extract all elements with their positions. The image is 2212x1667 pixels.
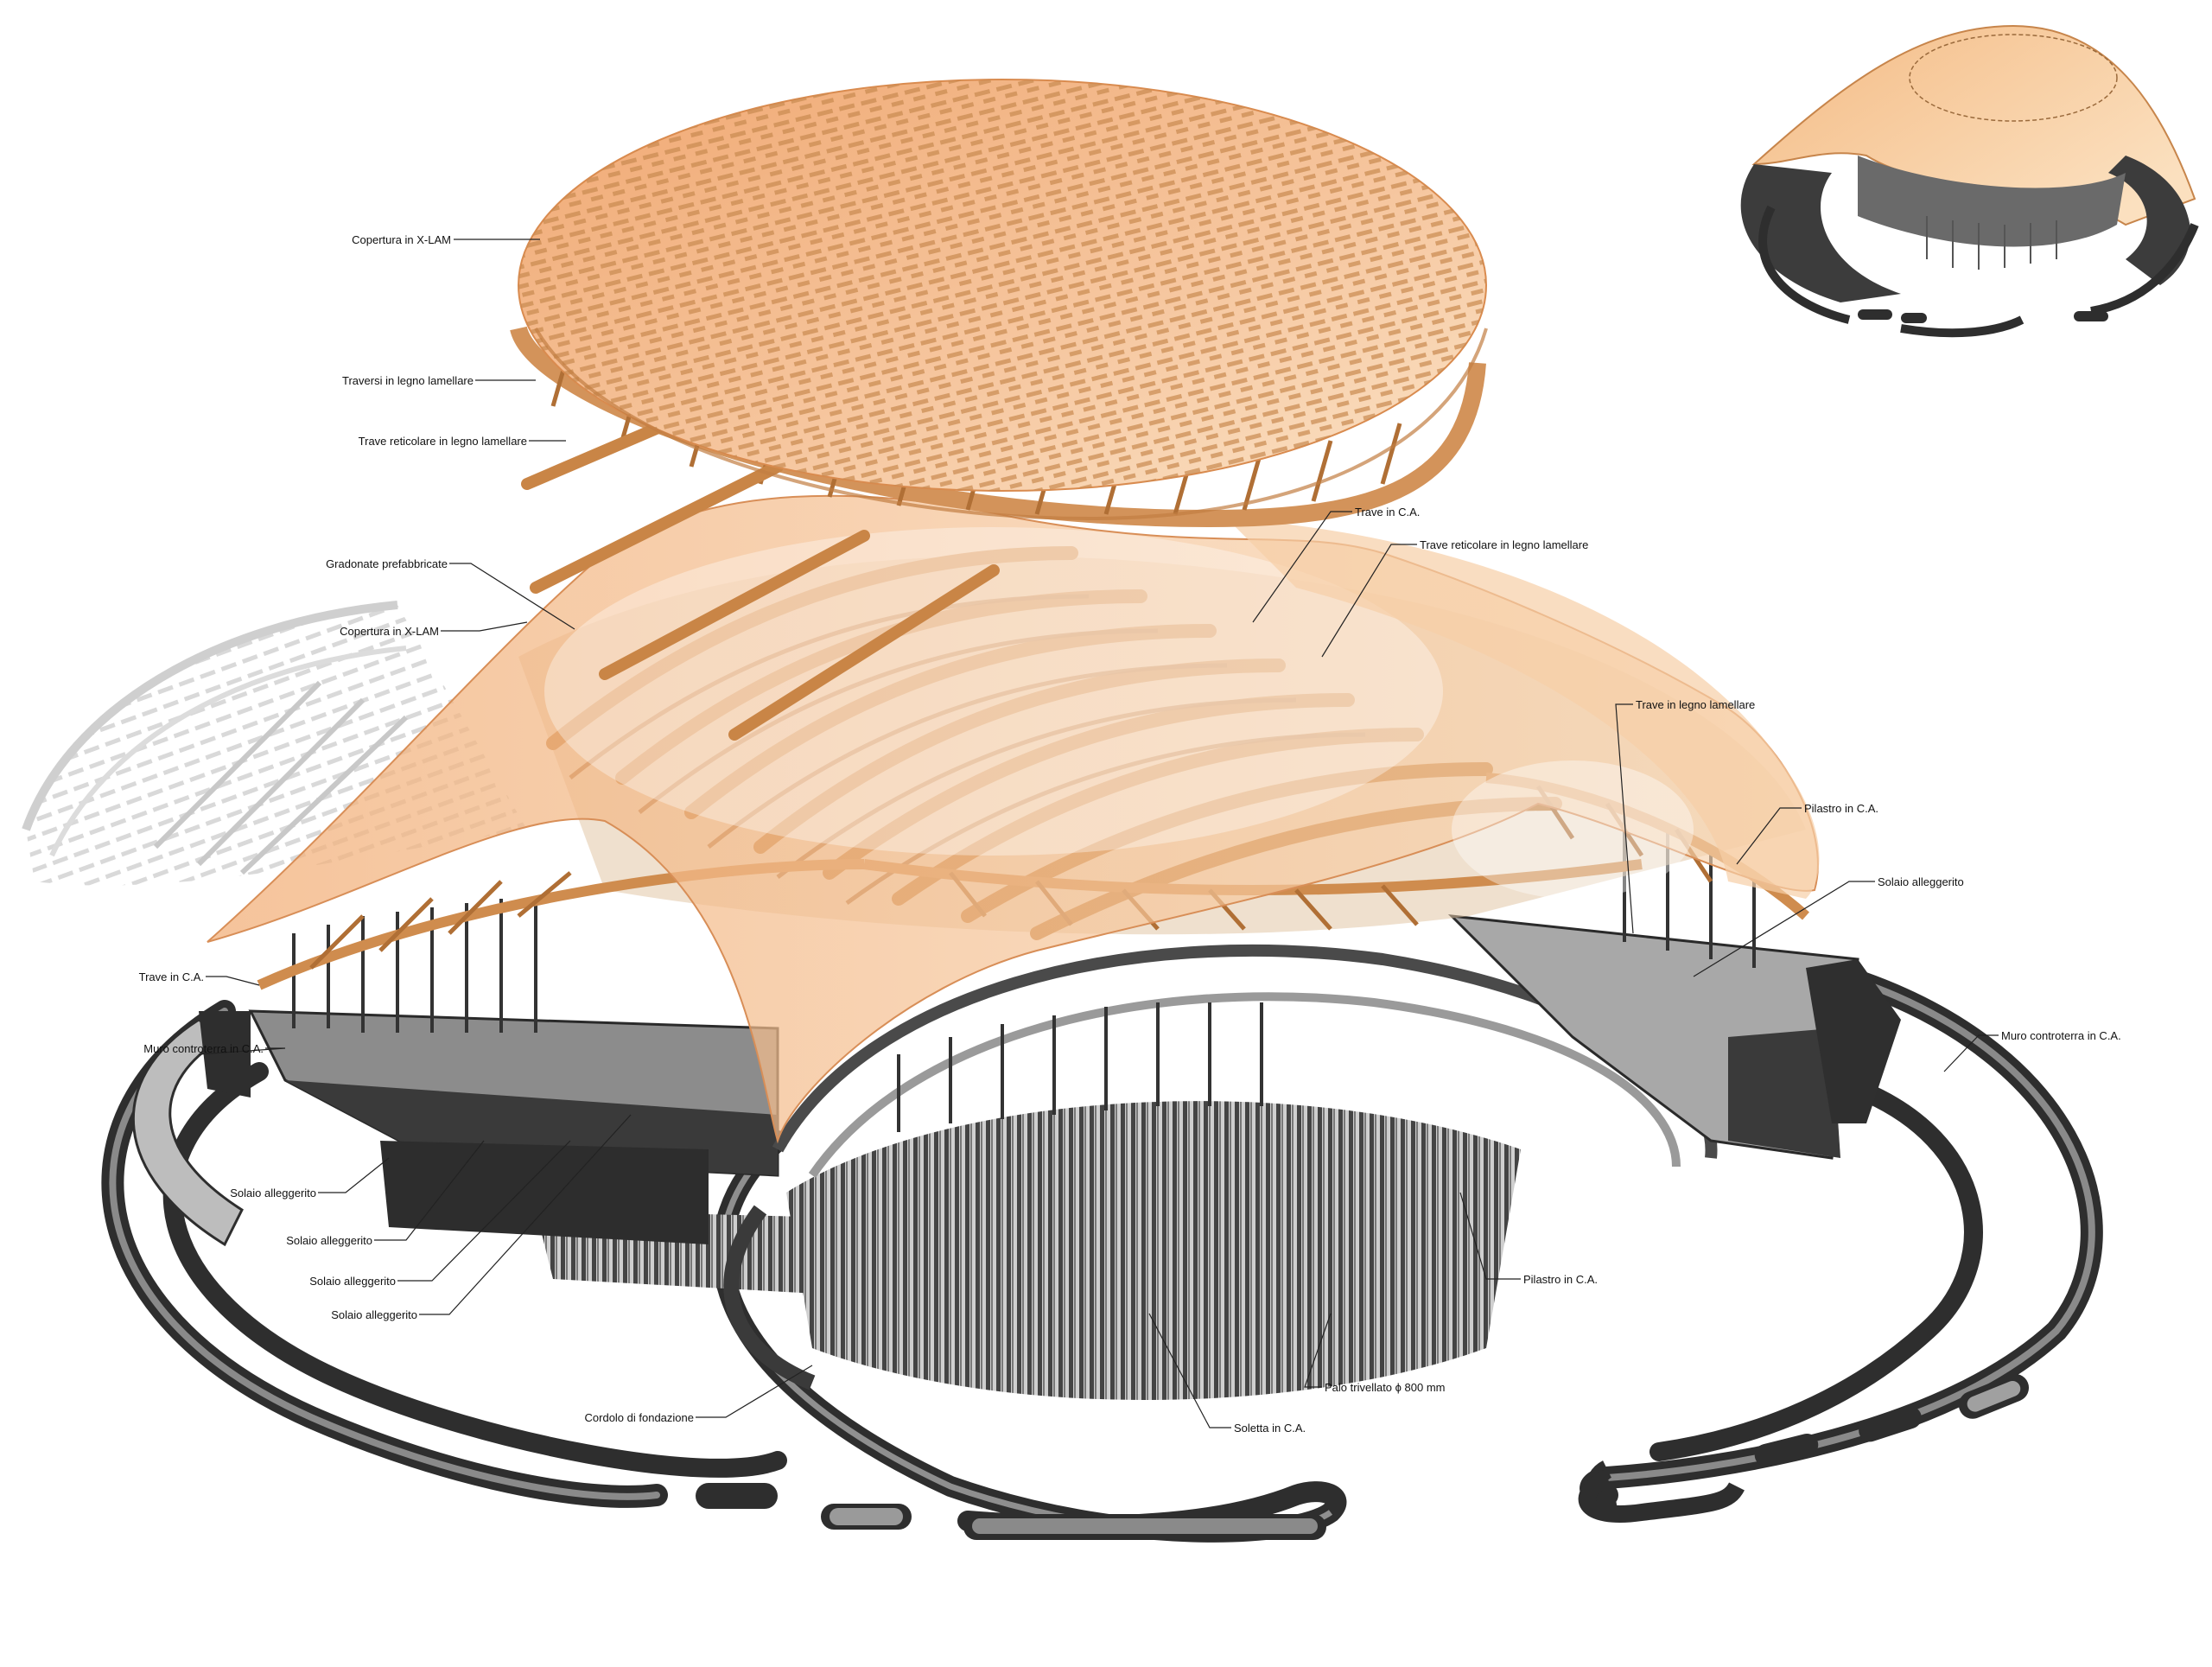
label-palo: Palo trivellato ϕ 800 mm (1325, 1381, 1446, 1394)
label-muro-left: Muro controterra in C.A. (143, 1042, 264, 1055)
label-trave-ca-left: Trave in C.A. (139, 970, 204, 983)
label-solaio-2: Solaio alleggerito (286, 1234, 372, 1247)
label-copertura-mid: Copertura in X-LAM (340, 625, 439, 638)
label-cordolo: Cordolo di fondazione (585, 1411, 694, 1424)
label-pilastro-right: Pilastro in C.A. (1804, 802, 1878, 815)
label-trave-reticolare-left: Trave reticolare in legno lamellare (359, 435, 527, 448)
label-pilastro-center: Pilastro in C.A. (1523, 1273, 1598, 1286)
xlam-shell-mid (207, 494, 1820, 1144)
concrete-walls-slabs (131, 812, 1901, 1390)
thumbnail-overview (1740, 24, 2199, 338)
label-gradonate: Gradonate prefabbricate (326, 557, 448, 570)
annotations: Copertura in X-LAM Traversi in legno lam… (139, 233, 2121, 1435)
label-muro-right: Muro controterra in C.A. (2001, 1029, 2121, 1042)
label-soletta: Soletta in C.A. (1234, 1422, 1306, 1435)
label-traversi: Traversi in legno lamellare (342, 374, 474, 387)
label-solaio-right: Solaio alleggerito (1878, 875, 1964, 888)
label-solaio-3: Solaio alleggerito (309, 1275, 396, 1288)
label-trave-ca-top: Trave in C.A. (1355, 506, 1420, 519)
label-trave-reticolare-right: Trave reticolare in legno lamellare (1420, 538, 1588, 551)
label-copertura-top: Copertura in X-LAM (352, 233, 451, 246)
upper-roof-assembly (510, 79, 1488, 741)
leader-lines (198, 239, 1999, 1428)
label-trave-legno: Trave in legno lamellare (1636, 698, 1755, 711)
label-solaio-4: Solaio alleggerito (331, 1308, 417, 1321)
label-solaio-1: Solaio alleggerito (230, 1187, 316, 1199)
